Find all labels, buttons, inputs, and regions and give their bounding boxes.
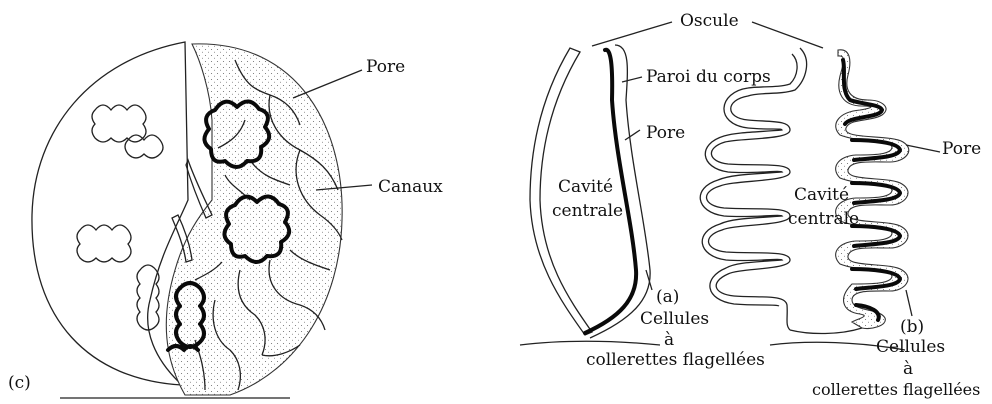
panel-a-ground [520, 341, 660, 345]
panel-b-b-pointer [906, 290, 912, 316]
panel-b-cells-label-1: Cellules [876, 337, 945, 357]
panel-b-cells-label-3: collerettes flagellées [812, 380, 980, 399]
panel-c-left-chambers [77, 105, 163, 330]
panel-a-cavite-label-2: centrale [552, 201, 623, 221]
panel-b-pore-label: Pore [942, 139, 981, 159]
panel-a-cells-label-2: à [664, 330, 674, 350]
panel-a-pore-pointer [625, 130, 640, 140]
panel-c-tag: (c) [8, 373, 31, 393]
panel-c-canaux-label: Canaux [378, 177, 443, 197]
panel-b-tag: (b) [900, 317, 924, 337]
panel-c-pore-label: Pore [366, 57, 405, 77]
oscule-pointer-b [752, 22, 823, 48]
panel-b-cavite-label-1: Cavité [794, 185, 849, 205]
panel-b-sponge: Cavité centrale Pore (b) Cellules à coll… [700, 48, 981, 399]
panel-a-paroi-label: Paroi du corps [646, 67, 771, 87]
panel-a-cavite-label-1: Cavité [558, 177, 613, 197]
panel-b-pore-pointer [906, 145, 940, 152]
panel-c-pore-pointer [293, 70, 362, 98]
panel-b-cavite-label-2: centrale [788, 209, 859, 229]
panel-b-base [790, 328, 862, 334]
panel-b-left-wall [707, 48, 807, 330]
panel-a-a-pointer [646, 270, 652, 290]
panel-a-cells-label-1: Cellules [640, 309, 709, 329]
panel-c-left-body [32, 42, 188, 385]
panel-c-right-body [166, 44, 342, 395]
panel-c-sponge: Pore Canaux (c) [8, 42, 443, 398]
panel-a-pore-label: Pore [646, 123, 685, 143]
oscule-label: Oscule [680, 11, 739, 31]
oscule-pointer-a [592, 22, 672, 46]
panel-a-cells-label-3: collerettes flagellées [586, 350, 765, 370]
panel-b-cells-label-2: à [903, 359, 913, 379]
panel-a-tag: (a) [656, 287, 679, 307]
panel-a-paroi-pointer [622, 77, 642, 82]
oscule-annotation: Oscule [592, 11, 823, 48]
